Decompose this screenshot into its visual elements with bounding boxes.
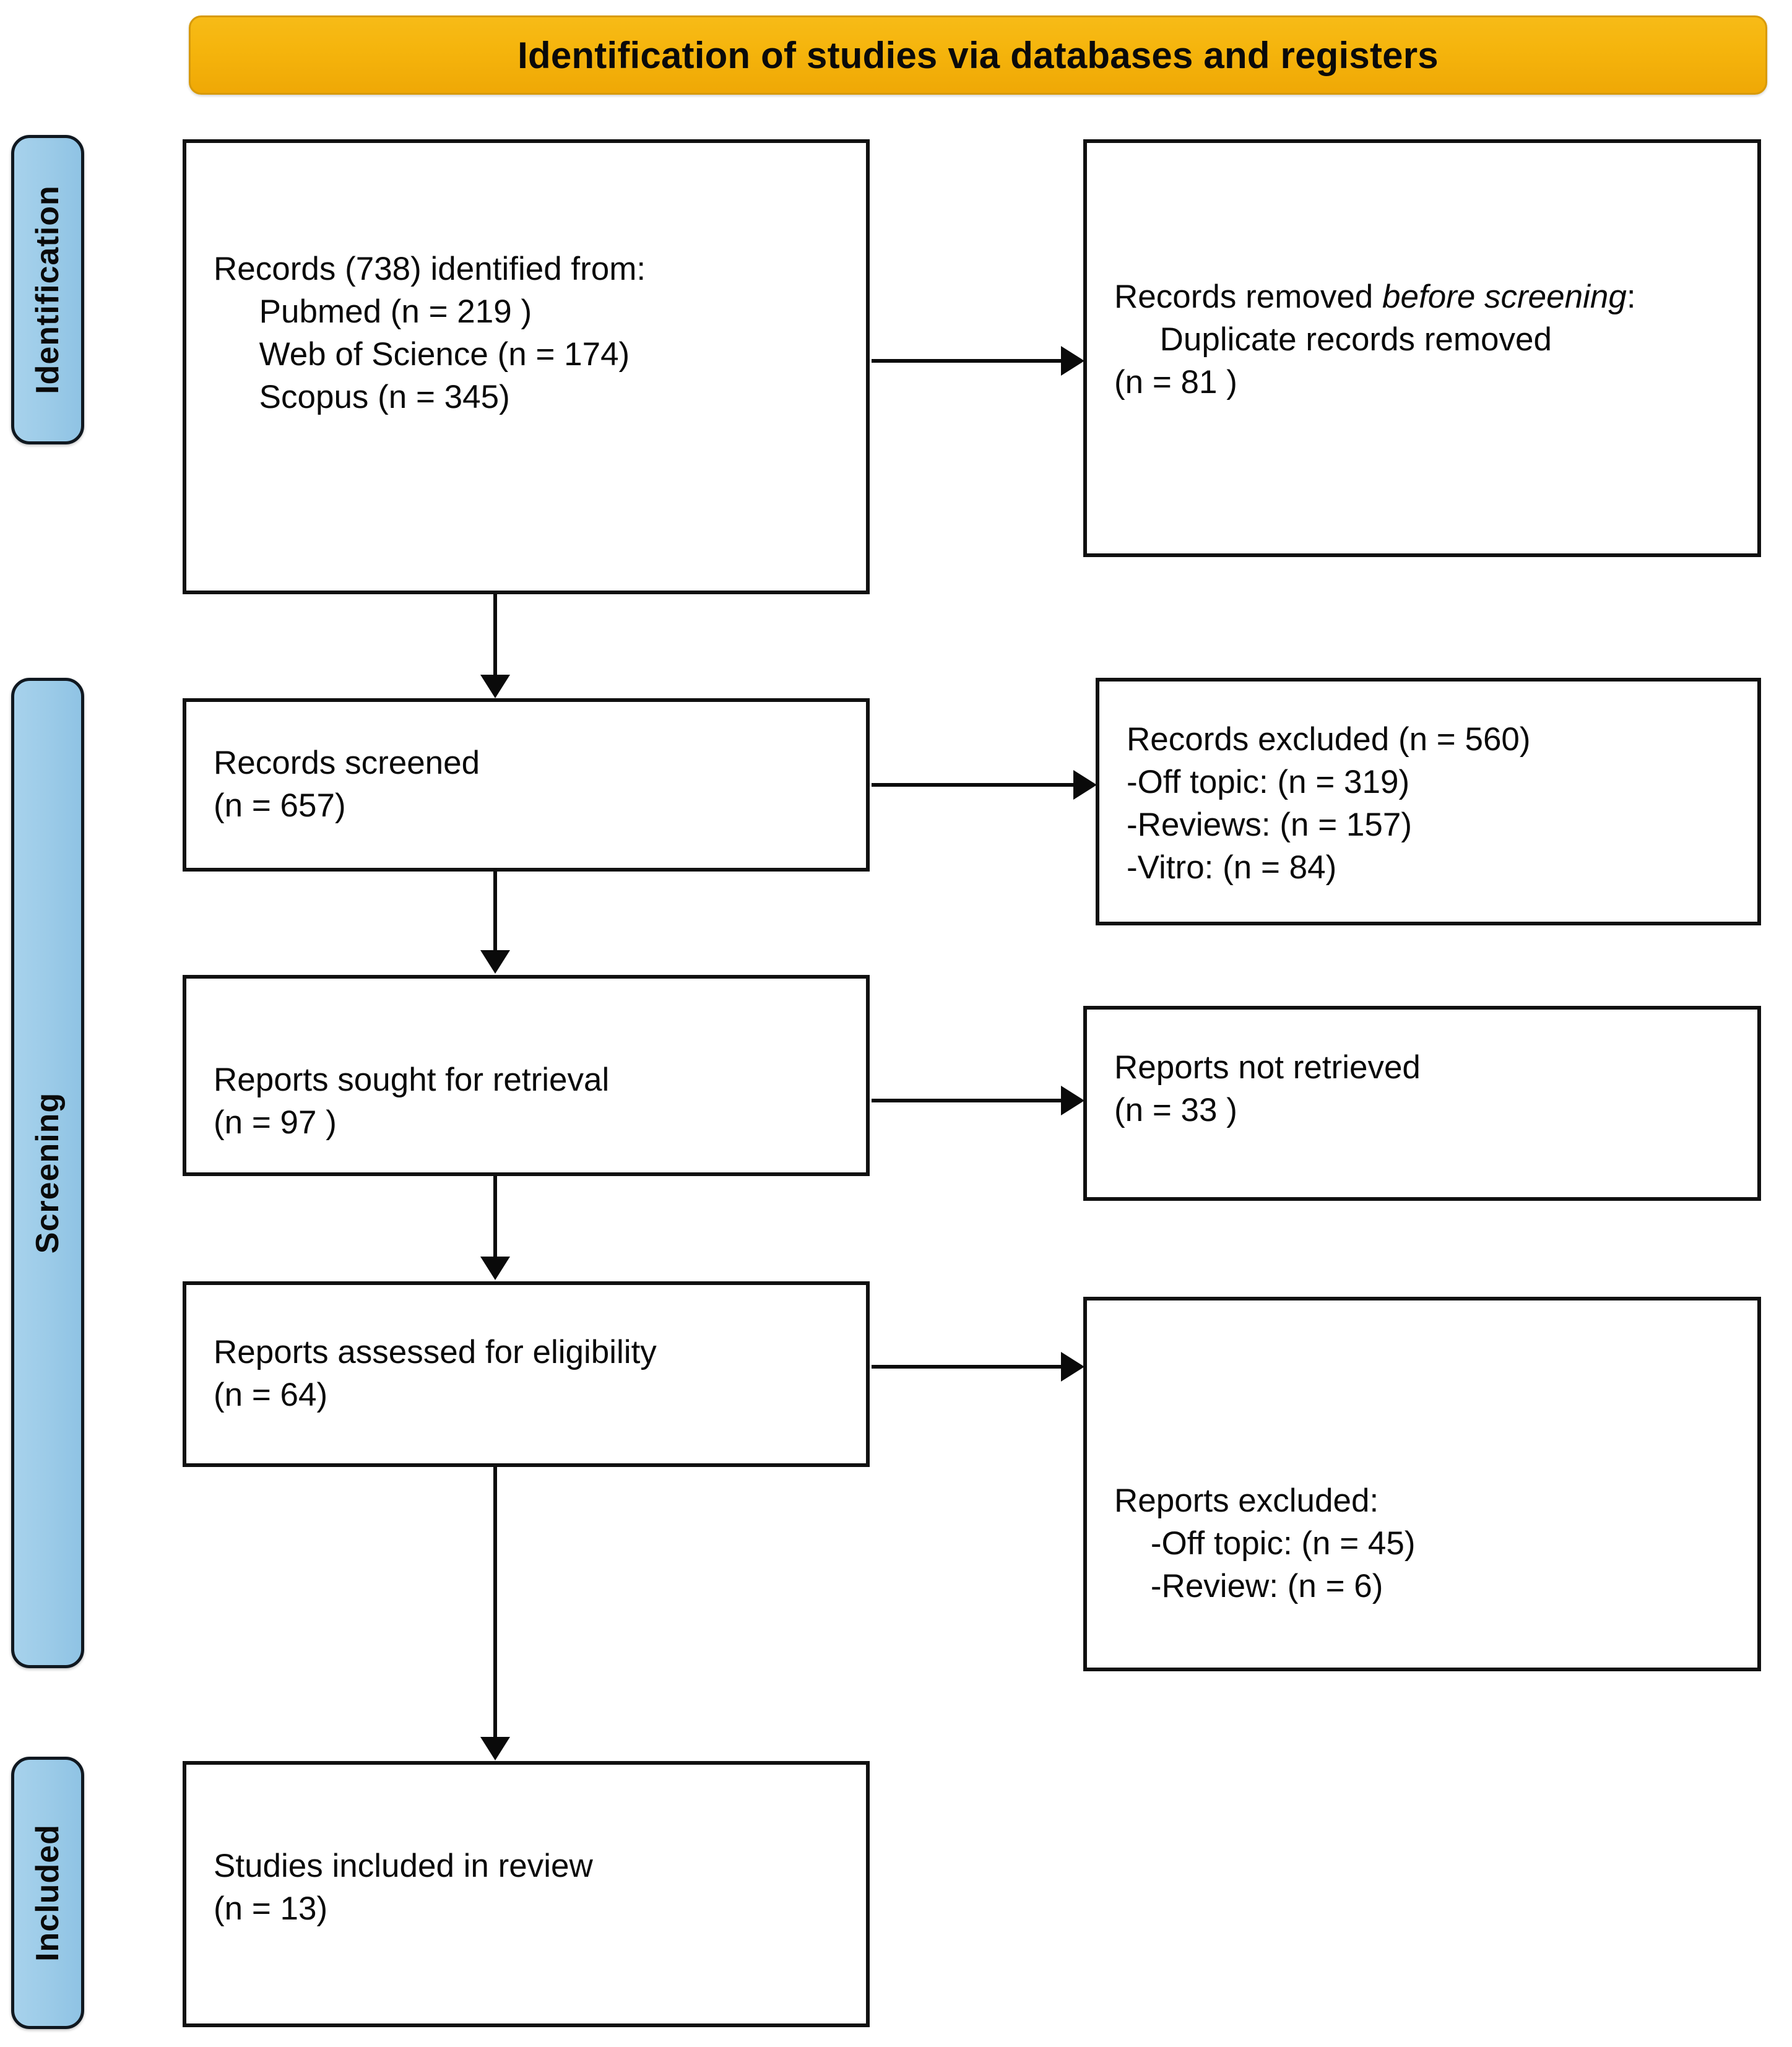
removed-line-prefix: Records removed xyxy=(1114,279,1383,315)
box-records-removed-text: Records removed before screening: Duplic… xyxy=(1087,276,1757,404)
arrow-down-sought-to-assessed xyxy=(493,1176,497,1259)
box-reports-excluded: Reports excluded: -Off topic: (n = 45) -… xyxy=(1083,1297,1761,1671)
box-reports-not-retrieved-text: Reports not retrieved (n = 33 ) xyxy=(1114,1049,1421,1128)
stage-label-screening: Screening xyxy=(11,678,84,1668)
box-studies-included-in-review: Studies included in review (n = 13) xyxy=(183,1761,870,2027)
arrow-down-identified-to-screened xyxy=(493,594,497,677)
box-reports-assessed-text: Reports assessed for eligibility (n = 64… xyxy=(214,1334,657,1413)
box-reports-assessed-for-eligibility: Reports assessed for eligibility (n = 64… xyxy=(183,1281,870,1467)
arrow-right-sought-to-not-retrieved xyxy=(872,1099,1063,1102)
page-title: Identification of studies via databases … xyxy=(517,34,1439,76)
box-records-screened-text: Records screened (n = 657) xyxy=(214,745,480,824)
box-records-excluded: Records excluded (n = 560) -Off topic: (… xyxy=(1096,678,1761,925)
box-reports-sought-text: Reports sought for retrieval (n = 97 ) xyxy=(214,1062,610,1141)
box-records-identified: Records (738) identified from: Pubmed (n… xyxy=(183,139,870,594)
removed-line-colon: : xyxy=(1626,279,1636,315)
diagram-header-banner: Identification of studies via databases … xyxy=(189,15,1767,95)
stage-label-included-text: Included xyxy=(30,1824,66,1962)
arrow-down-screened-to-sought xyxy=(493,872,497,953)
stage-label-included: Included xyxy=(11,1757,84,2029)
stage-label-screening-text: Screening xyxy=(30,1092,66,1254)
box-records-excluded-text: Records excluded (n = 560) -Off topic: (… xyxy=(1127,721,1531,886)
box-reports-sought-for-retrieval: Reports sought for retrieval (n = 97 ) xyxy=(183,975,870,1176)
arrow-right-assessed-to-excluded-reports xyxy=(872,1365,1063,1369)
removed-line-italic: before screening xyxy=(1382,279,1627,315)
arrow-right-screened-to-excluded-records xyxy=(872,783,1076,787)
box-studies-included-text: Studies included in review (n = 13) xyxy=(214,1848,593,1927)
removed-line-rest: Duplicate records removed (n = 81 ) xyxy=(1114,321,1552,400)
arrow-down-assessed-to-included xyxy=(493,1467,497,1739)
box-records-screened: Records screened (n = 657) xyxy=(183,698,870,872)
box-records-removed-before-screening: Records removed before screening: Duplic… xyxy=(1083,139,1761,557)
arrow-right-identified-to-removed xyxy=(872,359,1063,363)
box-reports-not-retrieved: Reports not retrieved (n = 33 ) xyxy=(1083,1006,1761,1201)
box-reports-excluded-text: Reports excluded: -Off topic: (n = 45) -… xyxy=(1114,1482,1416,1604)
stage-label-identification-text: Identification xyxy=(30,185,66,394)
box-records-identified-text: Records (738) identified from: Pubmed (n… xyxy=(214,251,646,415)
stage-label-identification: Identification xyxy=(11,135,84,444)
